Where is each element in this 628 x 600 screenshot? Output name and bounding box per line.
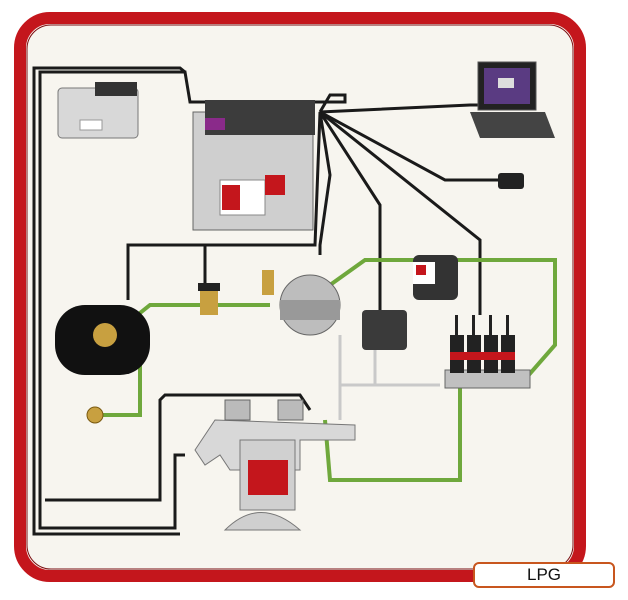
engine-cylinder (194, 399, 356, 531)
fuel-switch (498, 173, 524, 189)
gasoline-ecu (57, 82, 139, 139)
lpg-tank (55, 305, 150, 375)
wiring-harness (32, 66, 505, 536)
solenoid-valve (198, 283, 220, 315)
lpg-ecu (192, 100, 315, 231)
filler-valve (86, 406, 104, 424)
gas-filter (413, 255, 458, 300)
injector-rail (444, 315, 531, 389)
pressure-reducer (262, 270, 341, 336)
laptop-icon (470, 61, 555, 138)
system-label: LPG (473, 562, 615, 588)
map-sensor (362, 310, 407, 350)
